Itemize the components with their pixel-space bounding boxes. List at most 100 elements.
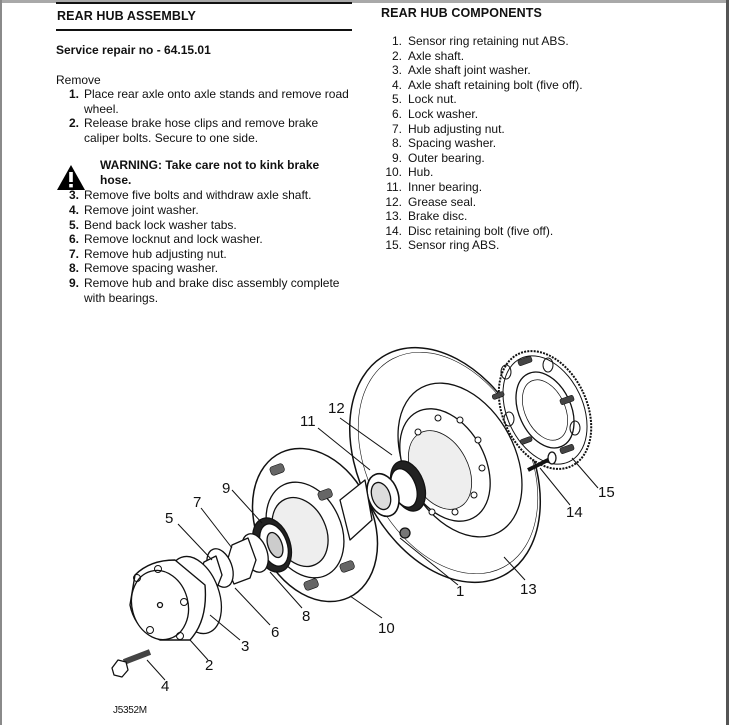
callout-leader-lines	[146, 417, 599, 681]
step-number: 3.	[68, 188, 79, 203]
step-text: Remove spacing washer.	[84, 261, 219, 276]
sensor-nut-drawing	[399, 527, 411, 539]
component-number: 14.	[385, 223, 402, 238]
warning-box: WARNING: Take care not to kink brake hos…	[56, 158, 352, 191]
step-text: Remove locknut and lock washer.	[84, 232, 263, 247]
component-text: Inner bearing.	[408, 179, 483, 194]
component-item: 6.Lock washer.	[380, 107, 720, 122]
callout-13: 13	[520, 581, 537, 598]
removal-steps-1: 1. Place rear axle onto axle stands and r…	[56, 87, 352, 145]
component-number: 9.	[391, 150, 402, 165]
component-text: Hub adjusting nut.	[408, 121, 505, 136]
step-number: 4.	[68, 202, 79, 217]
step-number: 7.	[68, 246, 79, 261]
callout-4: 4	[161, 678, 170, 695]
component-item: 14. Disc retaining bolt (five off).	[380, 224, 720, 239]
section-heading-remove: Remove	[56, 73, 101, 87]
step-item: 9. Remove hub and brake disc assembly com…	[56, 276, 352, 305]
step-text: Release brake hose clips and remove brak…	[84, 116, 319, 145]
component-text: Axle shaft.	[408, 48, 465, 63]
component-text: Outer bearing.	[408, 150, 485, 165]
step-item: 3. Remove five bolts and withdraw axle sh…	[56, 188, 352, 203]
step-number: 2.	[68, 116, 79, 131]
step-text: Bend back lock washer tabs.	[84, 217, 237, 232]
warning-text: WARNING: Take care not to kink brake hos…	[100, 158, 320, 188]
assembly-title: REAR HUB ASSEMBLY	[57, 9, 196, 23]
component-item: 9. Outer bearing.	[380, 151, 720, 166]
axle-shaft-drawing	[129, 555, 223, 641]
step-item: 6. Remove locknut and lock washer.	[56, 232, 352, 247]
component-text: Axle shaft retaining bolt (five off).	[408, 77, 583, 92]
component-number: 1.	[391, 34, 402, 48]
component-number: 13.	[385, 209, 402, 224]
component-text: Brake disc.	[408, 209, 468, 224]
step-text: Remove hub adjusting nut.	[84, 246, 227, 261]
component-item: 3. Axle shaft joint washer.	[380, 63, 720, 78]
step-item: 2. Release brake hose clips and remove br…	[56, 116, 352, 145]
component-number: 7.	[391, 121, 402, 136]
heading-rule-top	[56, 2, 352, 4]
component-text: Sensor ring ABS.	[408, 238, 500, 253]
component-text: Spacing washer.	[408, 136, 497, 151]
callout-10: 10	[378, 620, 395, 637]
heading-rule-bottom	[56, 29, 352, 31]
component-text: Sensor ring retaining nut ABS.	[408, 34, 569, 48]
components-title: REAR HUB COMPONENTS	[381, 6, 542, 20]
callout-14: 14	[566, 504, 583, 521]
component-item: 4. Axle shaft retaining bolt (five off).	[380, 78, 720, 93]
step-item: 4.Remove joint washer.	[56, 203, 352, 218]
step-text: Remove five bolts and withdraw axle shaf…	[84, 188, 312, 203]
component-number: 2.	[391, 48, 402, 63]
step-text: Remove hub and brake disc assembly compl…	[84, 275, 340, 305]
callout-7: 7	[193, 494, 202, 511]
callout-2: 2	[205, 657, 214, 674]
component-text: Disc retaining bolt (five off).	[408, 223, 554, 238]
component-item: 5. Lock nut.	[380, 92, 720, 107]
inner-bearing-seal-drawing	[366, 460, 427, 518]
component-number: 10.	[385, 165, 402, 180]
step-number: 5.	[68, 217, 79, 232]
warning-triangle-icon	[56, 158, 100, 191]
component-item: 13. Brake disc.	[380, 209, 720, 224]
figure-reference: J5352M	[113, 705, 147, 716]
component-text: Grease seal.	[408, 194, 477, 209]
step-text: Place rear axle onto axle stands and rem…	[84, 87, 349, 116]
page-frame-left	[0, 0, 2, 725]
component-number: 15.	[385, 238, 402, 253]
component-text: Axle shaft joint washer.	[408, 63, 531, 78]
step-item: 7. Remove hub adjusting nut.	[56, 247, 352, 262]
step-item: 1. Place rear axle onto axle stands and r…	[56, 87, 352, 116]
callout-1: 1	[456, 583, 465, 600]
component-number: 4.	[391, 77, 402, 92]
step-number: 8.	[68, 261, 79, 276]
step-item: 5. Bend back lock washer tabs.	[56, 218, 352, 233]
step-number: 6.	[68, 232, 79, 247]
callout-6: 6	[271, 624, 280, 641]
component-item: 11. Inner bearing.	[380, 180, 720, 195]
callout-12: 12	[328, 400, 345, 417]
component-text: Lock nut.	[408, 92, 457, 107]
component-item: 2. Axle shaft.	[380, 49, 720, 64]
component-number: 5.	[391, 92, 402, 107]
callout-15: 15	[598, 484, 615, 501]
component-item: 15. Sensor ring ABS.	[380, 238, 720, 253]
service-repair-number: Service repair no - 64.15.01	[56, 43, 211, 57]
page-frame-top	[0, 0, 729, 3]
step-item: 8. Remove spacing washer.	[56, 261, 352, 276]
removal-steps-2: 3. Remove five bolts and withdraw axle sh…	[56, 188, 352, 305]
callout-8: 8	[302, 608, 311, 625]
callout-3: 3	[241, 638, 250, 655]
component-number: 11.	[386, 179, 402, 194]
component-number: 8.	[391, 136, 402, 151]
step-number: 1.	[68, 87, 79, 101]
callout-11: 11	[300, 413, 316, 430]
component-text: Lock washer.	[408, 106, 479, 121]
assembly-procedure-column: REAR HUB ASSEMBLY Service repair no - 64…	[56, 0, 352, 305]
page-frame-right	[726, 0, 729, 725]
callout-5: 5	[165, 510, 174, 527]
step-number: 9.	[68, 275, 79, 290]
components-column: REAR HUB COMPONENTS 1. Sensor ring retain…	[380, 0, 720, 253]
component-number: 3.	[391, 63, 402, 78]
component-item: 8. Spacing washer.	[380, 136, 720, 151]
